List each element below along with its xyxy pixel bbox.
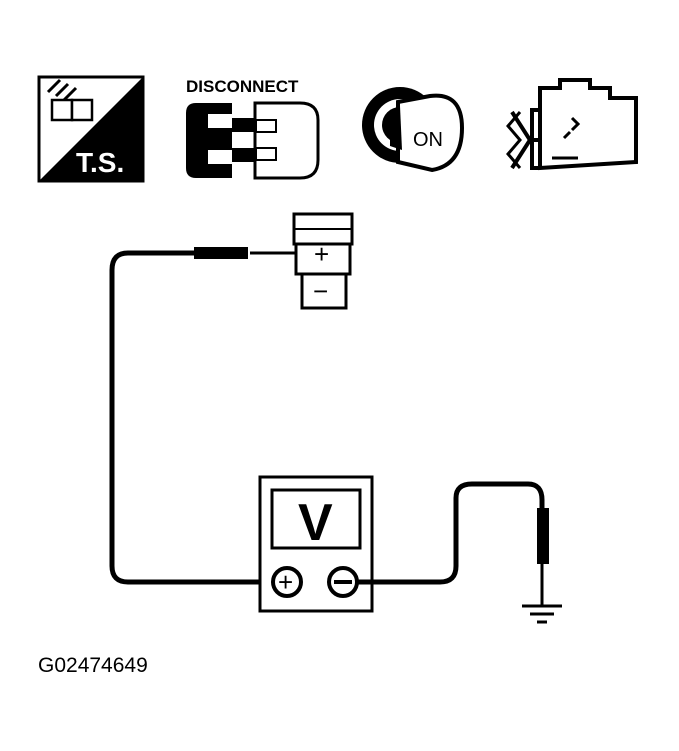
- meter-positive-label: +: [278, 567, 293, 597]
- connector-positive-label: +: [314, 239, 329, 269]
- ground-symbol: [522, 604, 562, 624]
- ts-label: T.S.: [76, 147, 124, 178]
- negative-probe: [537, 508, 549, 564]
- troubleshooting-icon: T.S.: [37, 75, 145, 183]
- connector-negative-label: −: [313, 276, 328, 306]
- connector: + −: [292, 212, 354, 310]
- positive-terminal: [271, 566, 303, 598]
- negative-test-lead: [357, 481, 549, 606]
- voltmeter: V +: [258, 475, 374, 613]
- ignition-key-icon: ON: [362, 87, 465, 173]
- meter-display-label: V: [298, 494, 333, 552]
- positive-test-lead: [109, 247, 296, 585]
- ignition-on-label: ON: [413, 129, 443, 151]
- positive-probe: [194, 247, 248, 259]
- figure-id: G02474649: [38, 654, 148, 677]
- disconnect-label: DISCONNECT: [186, 77, 299, 96]
- engine-icon: [506, 78, 638, 171]
- disconnect-icon: DISCONNECT: [186, 77, 320, 180]
